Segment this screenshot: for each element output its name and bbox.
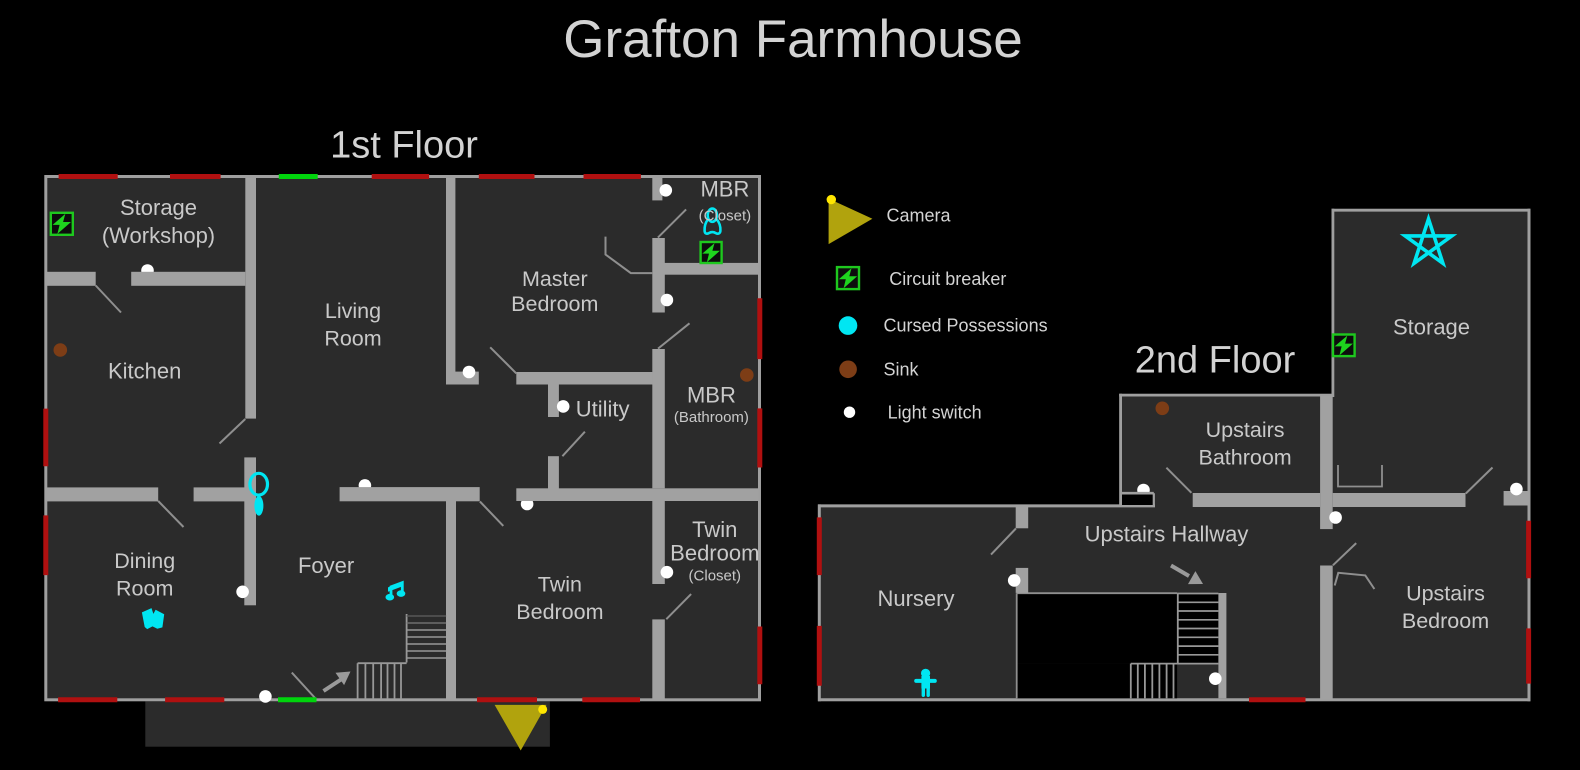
svg-text:Living: Living xyxy=(325,299,381,323)
svg-text:Storage: Storage xyxy=(120,195,197,220)
svg-text:(Workshop): (Workshop) xyxy=(102,223,215,248)
svg-text:1st Floor: 1st Floor xyxy=(330,125,478,167)
svg-text:2nd Floor: 2nd Floor xyxy=(1135,339,1296,381)
svg-text:Kitchen: Kitchen xyxy=(108,359,181,384)
svg-text:Circuit breaker: Circuit breaker xyxy=(889,269,1006,289)
svg-text:Nursery: Nursery xyxy=(877,586,954,611)
svg-text:Twin: Twin xyxy=(692,517,737,542)
svg-text:Bedroom: Bedroom xyxy=(1402,609,1489,633)
svg-text:Grafton Farmhouse: Grafton Farmhouse xyxy=(563,10,1023,69)
svg-text:(Bathroom): (Bathroom) xyxy=(674,409,749,426)
svg-text:Camera: Camera xyxy=(887,206,952,226)
svg-text:Dining: Dining xyxy=(114,549,175,573)
svg-text:Light switch: Light switch xyxy=(888,402,982,422)
svg-text:Room: Room xyxy=(116,577,173,601)
svg-text:Twin: Twin xyxy=(538,573,582,597)
svg-text:(Closet): (Closet) xyxy=(689,567,742,584)
svg-text:Cursed Possessions: Cursed Possessions xyxy=(884,316,1048,336)
svg-text:Room: Room xyxy=(324,327,381,351)
svg-text:MBR: MBR xyxy=(687,382,736,407)
svg-text:(Closet): (Closet) xyxy=(699,208,752,225)
svg-text:Bedroom: Bedroom xyxy=(511,292,598,316)
svg-text:Bedroom: Bedroom xyxy=(516,600,603,624)
svg-text:Bedroom: Bedroom xyxy=(670,541,759,566)
svg-text:Sink: Sink xyxy=(884,360,920,380)
svg-text:MBR: MBR xyxy=(700,176,749,201)
svg-text:Foyer: Foyer xyxy=(298,553,354,578)
svg-text:Master: Master xyxy=(522,267,588,291)
svg-text:Upstairs: Upstairs xyxy=(1406,581,1485,605)
svg-text:Utility: Utility xyxy=(576,397,630,422)
svg-text:Upstairs: Upstairs xyxy=(1206,418,1285,442)
svg-text:Bathroom: Bathroom xyxy=(1198,445,1291,469)
svg-text:Upstairs Hallway: Upstairs Hallway xyxy=(1085,522,1249,547)
svg-text:Storage: Storage xyxy=(1393,314,1470,339)
